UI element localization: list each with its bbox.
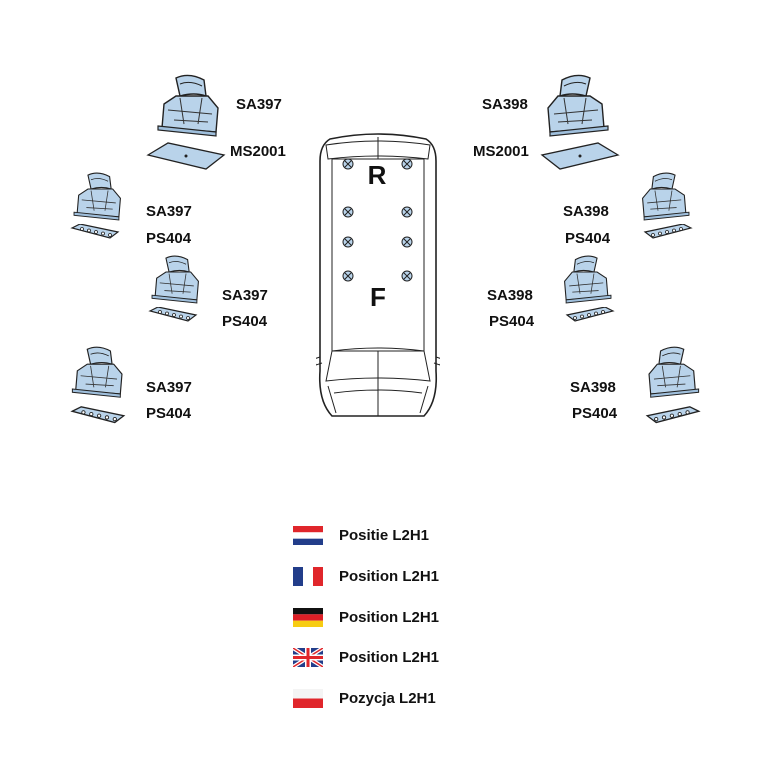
mount-point-markers: [342, 158, 413, 282]
part-label: SA398: [482, 96, 528, 113]
france-flag-icon: [293, 566, 323, 586]
legend-item-dutch: Positie L2H1: [293, 524, 429, 546]
accessory-label: PS404: [146, 405, 192, 422]
accessory-label: MS2001: [473, 143, 529, 160]
bracket-sa398-ms2001-image: [541, 74, 619, 170]
part-label: SA397: [146, 203, 192, 220]
accessory-label: PS404: [489, 313, 535, 330]
germany-flag-icon: [293, 607, 323, 627]
legend-text: Position L2H1: [339, 608, 440, 626]
legend-text: Positie L2H1: [339, 526, 430, 544]
bracket-sa398-ps404-image: [646, 346, 700, 424]
part-label: SA397: [222, 287, 268, 304]
poland-flag-icon: [293, 688, 323, 708]
part-label: SA398: [487, 287, 533, 304]
part-label: SA397: [236, 96, 282, 113]
accessory-label: MS2001: [230, 143, 286, 160]
accessory-label: PS404: [146, 230, 192, 247]
bracket-sa397-ps404-image: [71, 346, 125, 424]
legend-text: Position L2H1: [339, 567, 440, 585]
bracket-sa398-ps404-image: [563, 255, 614, 322]
uk-flag-icon: [293, 647, 323, 667]
bracket-sa397-ms2001-image: [147, 74, 225, 170]
legend-text: Pozycja L2H1: [339, 689, 436, 707]
legend-item-german: Position L2H1: [293, 606, 439, 628]
netherlands-flag-icon: [293, 525, 323, 545]
bracket-sa398-ps404-image: [641, 172, 692, 239]
part-label: SA398: [563, 203, 609, 220]
van-top-view: R F: [316, 133, 440, 417]
front-marker: F: [370, 282, 386, 312]
legend-item-polish: Pozycja L2H1: [293, 687, 436, 709]
part-label: SA398: [570, 379, 616, 396]
accessory-label: PS404: [222, 313, 268, 330]
legend-text: Position L2H1: [339, 648, 440, 666]
legend-item-french: Position L2H1: [293, 565, 439, 587]
bracket-sa397-ps404-image: [149, 255, 200, 322]
legend-item-english: Position L2H1: [293, 646, 439, 668]
part-label: SA397: [146, 379, 192, 396]
bracket-sa397-ps404-image: [71, 172, 122, 239]
rear-marker: R: [368, 160, 387, 190]
accessory-label: PS404: [572, 405, 618, 422]
accessory-label: PS404: [565, 230, 611, 247]
